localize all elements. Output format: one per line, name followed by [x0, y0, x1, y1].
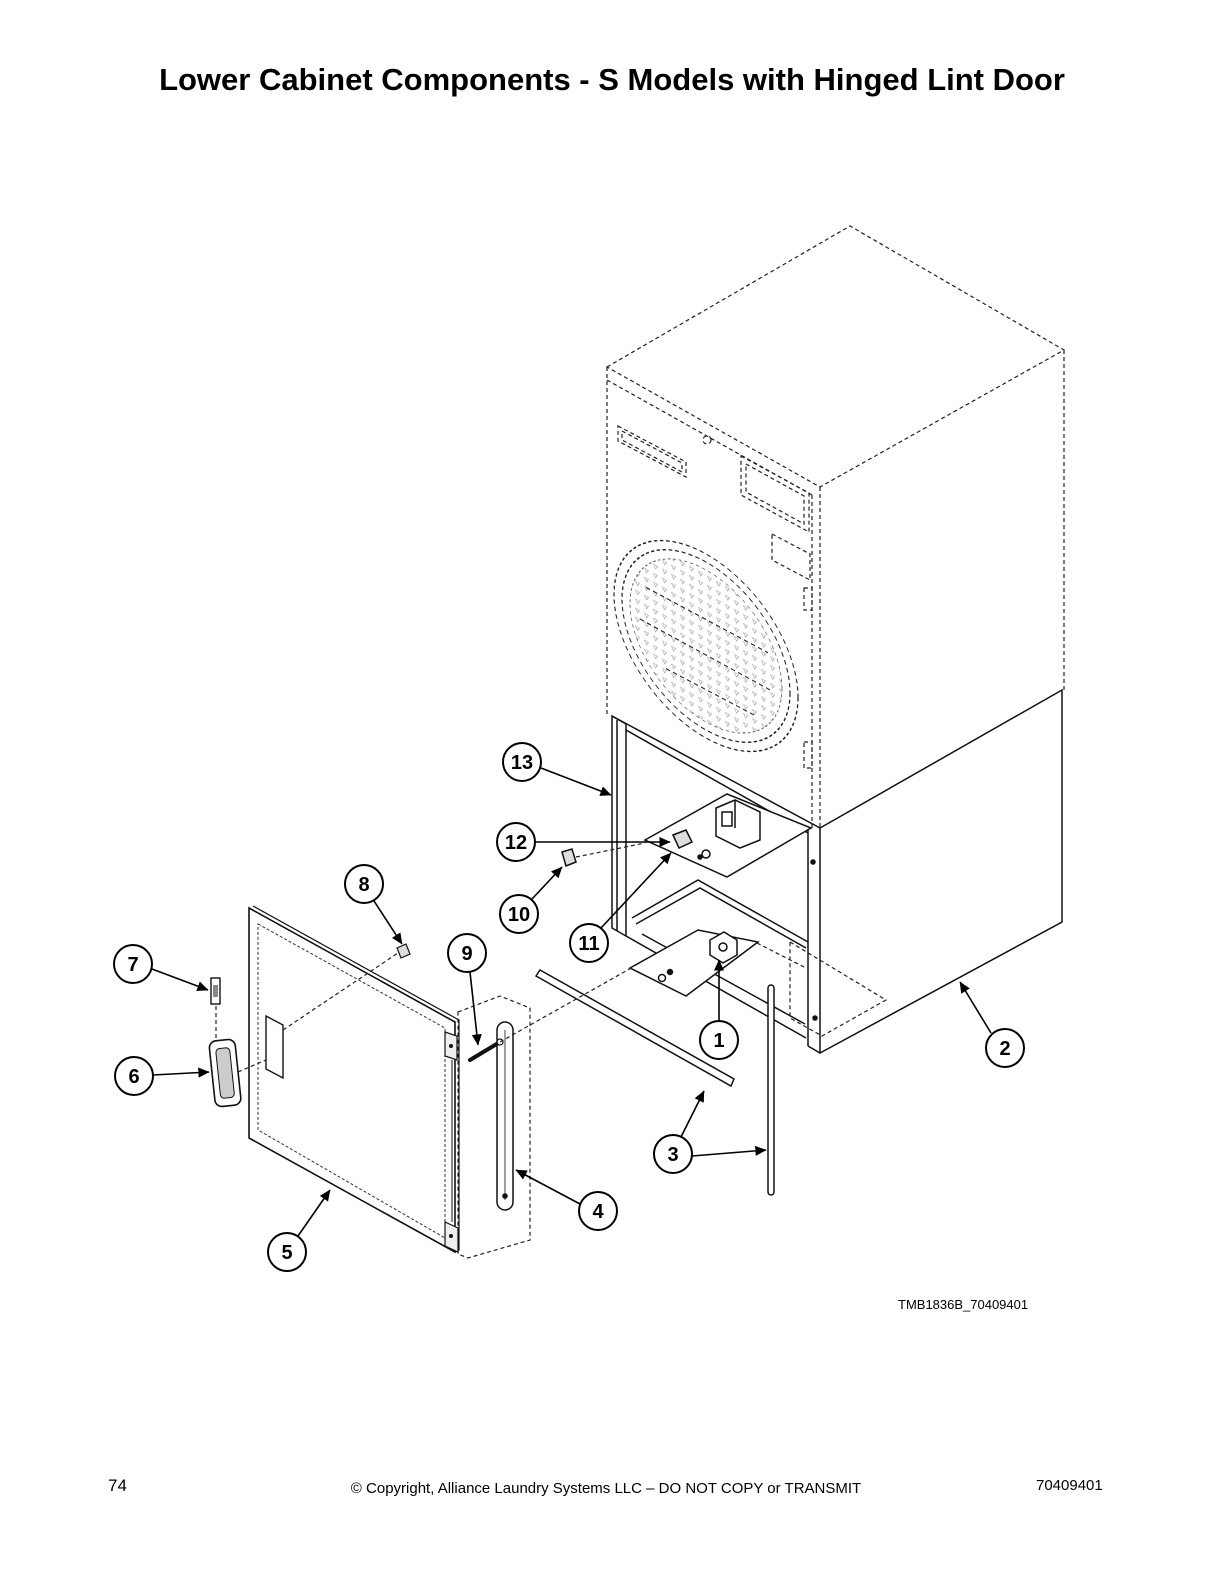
part-10-clip — [561, 848, 577, 868]
door-hinge-upper — [803, 587, 813, 769]
page-title: Lower Cabinet Components - S Models with… — [159, 62, 1065, 97]
footer-page-number: 74 — [108, 1476, 127, 1495]
callout-11: 11 — [569, 852, 672, 963]
screw-icon — [657, 973, 667, 983]
callout-number: 12 — [505, 832, 527, 854]
footer-copyright: © Copyright, Alliance Laundry Systems LL… — [350, 1480, 862, 1497]
lower-cabinet — [611, 688, 1063, 1055]
knob-icon — [702, 435, 712, 445]
strike-plate — [628, 929, 760, 997]
callout-number: 4 — [592, 1201, 604, 1223]
secondary-panel — [771, 533, 811, 581]
hinge-rod — [496, 1021, 514, 1211]
callout-13: 13 — [502, 742, 612, 796]
display-window — [740, 454, 810, 534]
callout-1: 1 — [699, 959, 739, 1060]
seal-strips — [534, 969, 775, 1196]
callout-number: 6 — [128, 1066, 139, 1088]
coin-slot-panel — [617, 425, 687, 478]
hinge-rod-outline — [457, 995, 531, 1259]
callout-number: 11 — [578, 933, 599, 955]
callout-9: 9 — [447, 933, 487, 1046]
callout-5: 5 — [267, 1189, 331, 1272]
callout-10: 10 — [499, 866, 563, 934]
callout-2: 2 — [959, 981, 1025, 1068]
dryer-door — [613, 539, 799, 753]
callout-number: 9 — [461, 943, 472, 965]
upper-dryer-outline — [605, 225, 1066, 828]
handle-slot — [265, 1014, 284, 1080]
footer-doc-number: 70409401 — [1036, 1477, 1103, 1494]
callout-number: 2 — [999, 1038, 1010, 1060]
lint-door — [248, 905, 460, 1254]
callout-7: 7 — [113, 944, 209, 991]
callout-4: 4 — [515, 1169, 618, 1231]
callout-number: 3 — [667, 1144, 678, 1166]
screw-icon — [666, 968, 674, 976]
callout-number: 7 — [127, 954, 138, 976]
callout-12: 12 — [496, 822, 671, 862]
seal-strip-vertical — [767, 984, 775, 1196]
handle-latch — [210, 977, 221, 1005]
lint-compartment-outline — [789, 940, 888, 1037]
door-handle — [208, 1038, 242, 1108]
callout-3: 3 — [653, 1090, 767, 1174]
control-panel — [617, 425, 811, 581]
seal-strip-horizontal — [534, 969, 735, 1088]
callout-number: 13 — [511, 752, 533, 774]
drum — [629, 558, 783, 734]
drawing-id: TMB1836B_70409401 — [898, 1297, 1029, 1312]
callout-number: 8 — [358, 874, 369, 896]
assembly-lines — [215, 842, 807, 1073]
callout-number: 10 — [508, 904, 530, 926]
door-switch — [671, 829, 694, 849]
switch-mount-plate — [643, 793, 813, 878]
callout-number: 1 — [713, 1030, 724, 1052]
screw-icon — [701, 849, 711, 859]
callout-number: 5 — [281, 1242, 292, 1264]
callout-8: 8 — [344, 864, 403, 945]
callout-6: 6 — [114, 1056, 210, 1096]
latch-clip — [396, 943, 411, 959]
